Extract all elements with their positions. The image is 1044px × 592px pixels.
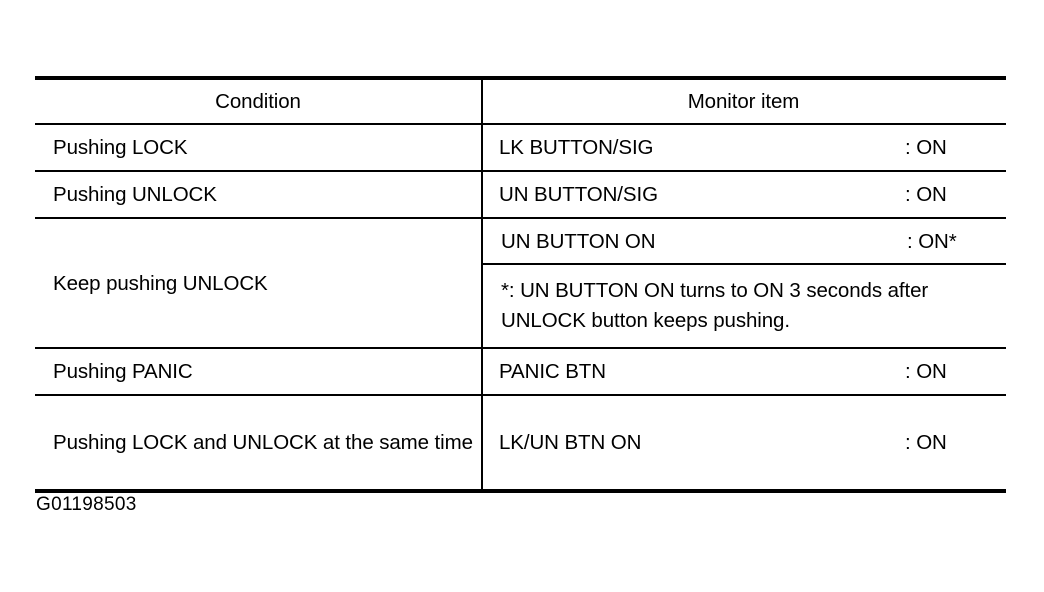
- row-divider: [35, 347, 1006, 349]
- table-row: Pushing LOCK and UNLOCK at the same time…: [35, 396, 1006, 489]
- table-row-merged: Keep pushing UNLOCK UN BUTTON ON : ON* *…: [35, 219, 1006, 347]
- subrow-divider: [483, 263, 1006, 265]
- monitor-value: : ON: [905, 136, 947, 159]
- condition-text: Pushing UNLOCK: [53, 183, 217, 206]
- monitor-note-subrow: *: UN BUTTON ON turns to ON 3 seconds af…: [481, 265, 1006, 347]
- monitor-value: : ON: [905, 183, 947, 206]
- monitor-name: UN BUTTON ON: [501, 229, 656, 253]
- header-cell-condition: Condition: [35, 80, 481, 123]
- monitor-note-text: *: UN BUTTON ON turns to ON 3 seconds af…: [501, 279, 929, 332]
- monitor-name: LK BUTTON/SIG: [499, 136, 654, 159]
- monitor-value: : ON: [905, 431, 947, 454]
- table-top-border: [35, 76, 1006, 80]
- cell-monitor-item: LK BUTTON/SIG : ON: [481, 125, 1006, 170]
- cell-condition: Pushing PANIC: [35, 349, 481, 394]
- monitor-value: : ON: [905, 360, 947, 383]
- cell-condition: Pushing LOCK: [35, 125, 481, 170]
- condition-text: Pushing LOCK and UNLOCK at the same time: [53, 431, 473, 454]
- row-divider: [35, 217, 1006, 219]
- header-label-condition: Condition: [215, 90, 301, 113]
- cell-monitor-item: UN BUTTON/SIG : ON: [481, 172, 1006, 217]
- monitor-item-table: Condition Monitor item Pushing LOCK LK B…: [35, 76, 1006, 493]
- figure-caption: G01198503: [36, 494, 137, 515]
- table-bottom-border: [35, 489, 1006, 493]
- condition-text: Keep pushing UNLOCK: [53, 271, 268, 295]
- monitor-name: PANIC BTN: [499, 360, 606, 383]
- table-row: Pushing UNLOCK UN BUTTON/SIG : ON: [35, 172, 1006, 217]
- header-cell-monitor-item: Monitor item: [481, 80, 1006, 123]
- monitor-name: UN BUTTON/SIG: [499, 183, 658, 206]
- monitor-name: LK/UN BTN ON: [499, 431, 642, 454]
- cell-condition: Pushing UNLOCK: [35, 172, 481, 217]
- table-row: Pushing PANIC PANIC BTN : ON: [35, 349, 1006, 394]
- cell-condition: Pushing LOCK and UNLOCK at the same time: [35, 396, 481, 489]
- table-row: Pushing LOCK LK BUTTON/SIG : ON: [35, 125, 1006, 170]
- row-divider: [35, 170, 1006, 172]
- monitor-value: : ON*: [907, 229, 957, 253]
- cell-monitor-item: LK/UN BTN ON : ON: [481, 396, 1006, 489]
- cell-condition: Keep pushing UNLOCK: [35, 219, 481, 347]
- row-divider: [35, 123, 1006, 125]
- condition-text: Pushing LOCK: [53, 136, 188, 159]
- cell-monitor-item: PANIC BTN : ON: [481, 349, 1006, 394]
- header-label-monitor-item: Monitor item: [687, 90, 800, 113]
- condition-text: Pushing PANIC: [53, 360, 193, 383]
- row-divider: [35, 394, 1006, 396]
- table-header-row: Condition Monitor item: [35, 80, 1006, 123]
- cell-monitor-item-group: UN BUTTON ON : ON* *: UN BUTTON ON turns…: [481, 219, 1006, 347]
- monitor-subrow: UN BUTTON ON : ON*: [483, 219, 1006, 263]
